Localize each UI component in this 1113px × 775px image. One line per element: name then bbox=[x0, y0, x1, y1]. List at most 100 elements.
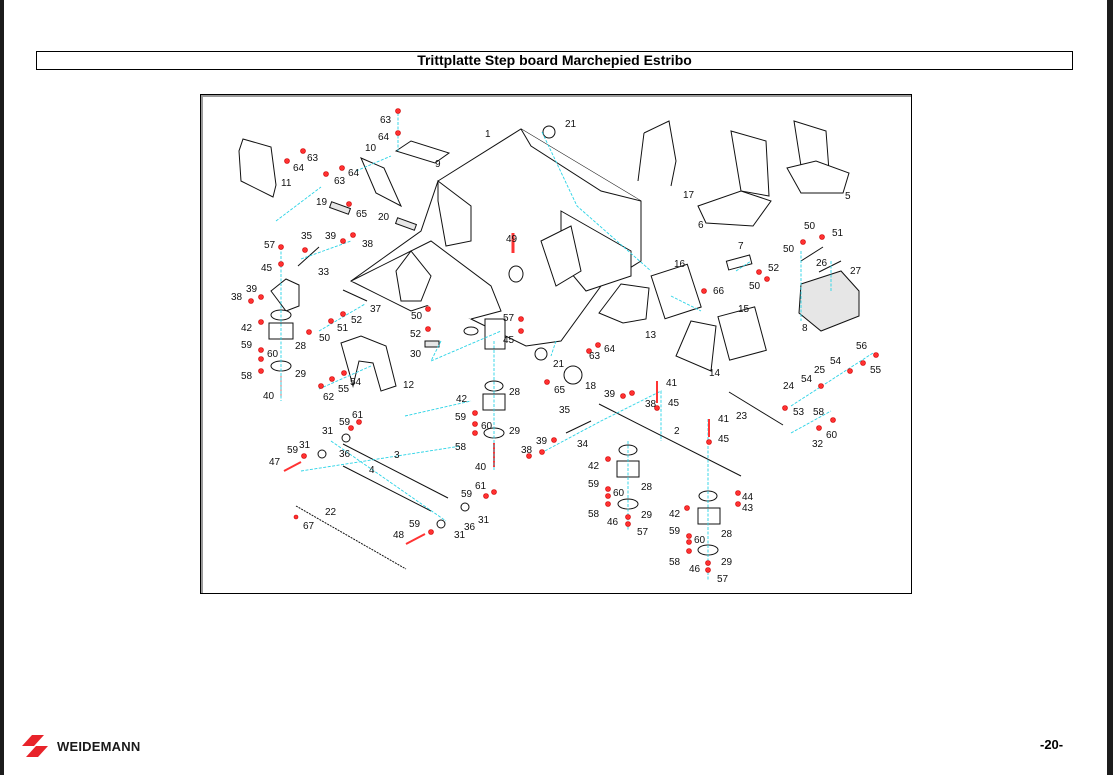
brand-logo: WEIDEMANN bbox=[22, 733, 140, 759]
callout-58: 58 bbox=[455, 442, 467, 453]
callout-65: 65 bbox=[554, 385, 566, 396]
part-panel-10 bbox=[360, 157, 403, 208]
callout-43: 43 bbox=[742, 503, 754, 514]
page-number: -20- bbox=[1040, 737, 1064, 752]
callout-64: 64 bbox=[293, 163, 305, 174]
callout-50: 50 bbox=[749, 281, 761, 292]
callout-3: 3 bbox=[394, 450, 400, 461]
callout-46: 46 bbox=[689, 564, 701, 575]
callout-63: 63 bbox=[334, 176, 346, 187]
callout-59: 59 bbox=[241, 340, 253, 351]
part-rod-4 bbox=[342, 465, 432, 512]
callout-59: 59 bbox=[287, 445, 299, 456]
part-armrest-7 bbox=[725, 254, 753, 271]
window-edge-left bbox=[0, 0, 4, 775]
part-bar-22 bbox=[295, 505, 407, 570]
callout-58: 58 bbox=[813, 407, 825, 418]
callout-59: 59 bbox=[455, 412, 467, 423]
part-plate-15 bbox=[717, 306, 767, 361]
callout-57: 57 bbox=[637, 527, 649, 538]
callout-61: 61 bbox=[352, 410, 364, 421]
callout-31: 31 bbox=[299, 440, 311, 451]
scrollbar-track[interactable] bbox=[1107, 0, 1113, 775]
callout-67: 67 bbox=[303, 521, 315, 532]
callout-49: 49 bbox=[506, 234, 518, 245]
callout-58: 58 bbox=[669, 557, 681, 568]
part-shaft-33 bbox=[297, 246, 320, 267]
part-panel-13 bbox=[598, 283, 650, 324]
callout-21: 21 bbox=[565, 119, 577, 130]
callout-48: 48 bbox=[393, 530, 405, 541]
callout-35: 35 bbox=[301, 231, 313, 242]
callout-1: 1 bbox=[485, 129, 491, 140]
callout-51: 51 bbox=[337, 323, 349, 334]
callout-52: 52 bbox=[768, 263, 780, 274]
callout-31: 31 bbox=[454, 530, 466, 541]
callout-34: 34 bbox=[577, 439, 589, 450]
callout-36: 36 bbox=[339, 449, 351, 460]
brand-name: WEIDEMANN bbox=[57, 738, 141, 754]
callout-35: 35 bbox=[559, 405, 571, 416]
callout-50: 50 bbox=[783, 244, 795, 255]
part-bracket bbox=[270, 278, 300, 312]
callout-27: 27 bbox=[850, 266, 862, 277]
part-pedal-30 bbox=[424, 340, 440, 348]
callout-12: 12 bbox=[403, 380, 415, 391]
callout-60: 60 bbox=[481, 421, 493, 432]
part-rod-26 bbox=[800, 246, 824, 262]
part-seat-5 bbox=[786, 120, 850, 194]
callout-63: 63 bbox=[380, 115, 392, 126]
part-rod-27 bbox=[818, 260, 842, 273]
callout-55: 55 bbox=[870, 365, 882, 376]
callout-38: 38 bbox=[231, 292, 243, 303]
callout-64: 64 bbox=[378, 132, 390, 143]
part-battery-8 bbox=[798, 270, 860, 332]
callout-57: 57 bbox=[717, 574, 729, 585]
callout-40: 40 bbox=[263, 391, 275, 402]
callout-39: 39 bbox=[604, 389, 616, 400]
callout-61: 61 bbox=[475, 481, 487, 492]
callout-4: 4 bbox=[369, 465, 375, 476]
callout-60: 60 bbox=[826, 430, 838, 441]
callout-59: 59 bbox=[339, 417, 351, 428]
callout-29: 29 bbox=[721, 557, 733, 568]
callout-18: 18 bbox=[585, 381, 597, 392]
callout-33: 33 bbox=[318, 267, 330, 278]
callout-44: 44 bbox=[742, 492, 754, 503]
callout-64: 64 bbox=[348, 168, 360, 179]
callout-52: 52 bbox=[351, 315, 363, 326]
part-panel-11 bbox=[238, 138, 277, 198]
callout-25: 25 bbox=[814, 365, 826, 376]
callout-19: 19 bbox=[316, 197, 328, 208]
part-cover-18 bbox=[563, 365, 583, 385]
callout-9: 9 bbox=[435, 159, 441, 170]
callout-42: 42 bbox=[669, 509, 681, 520]
callout-50: 50 bbox=[319, 333, 331, 344]
callout-42: 42 bbox=[588, 461, 600, 472]
part-panel-12 bbox=[340, 335, 397, 392]
callout-24: 24 bbox=[783, 381, 795, 392]
callout-39: 39 bbox=[325, 231, 337, 242]
callout-23: 23 bbox=[736, 411, 748, 422]
part-19 bbox=[328, 201, 352, 215]
callout-32: 32 bbox=[812, 439, 824, 450]
callout-29: 29 bbox=[509, 426, 521, 437]
callout-63: 63 bbox=[589, 351, 601, 362]
callout-28: 28 bbox=[641, 482, 653, 493]
callout-57: 57 bbox=[503, 313, 515, 324]
weidemann-logo-icon bbox=[22, 735, 48, 757]
callout-42: 42 bbox=[456, 394, 468, 405]
callout-65: 65 bbox=[356, 209, 368, 220]
callout-51: 51 bbox=[832, 228, 844, 239]
callout-66: 66 bbox=[713, 286, 725, 297]
callout-38: 38 bbox=[645, 399, 657, 410]
callout-56: 56 bbox=[856, 341, 868, 352]
callout-60: 60 bbox=[694, 535, 706, 546]
callout-58: 58 bbox=[241, 371, 253, 382]
callout-54: 54 bbox=[801, 374, 813, 385]
callout-11: 11 bbox=[281, 178, 292, 189]
part-rod-3 bbox=[342, 443, 449, 499]
callout-58: 58 bbox=[588, 509, 600, 520]
callout-16: 16 bbox=[674, 259, 686, 270]
callout-57: 57 bbox=[264, 240, 276, 251]
